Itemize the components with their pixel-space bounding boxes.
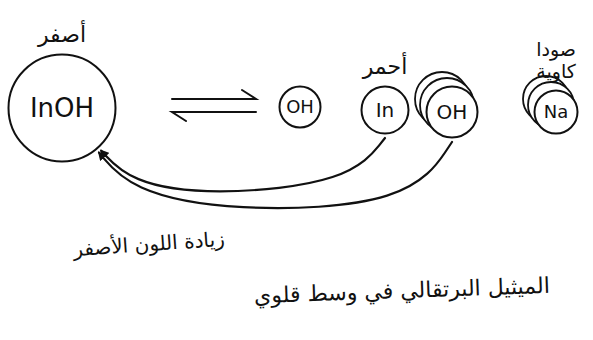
ion-circle: OH	[278, 85, 322, 129]
ion-circle: OH	[425, 85, 479, 139]
color-label: صودا كاوية	[527, 39, 585, 83]
formula-label: OH	[286, 98, 314, 116]
indicator-circle: أصفرInOH	[7, 53, 117, 163]
reaction-arrow	[101, 138, 385, 191]
reaction-arrow	[99, 142, 452, 208]
formula-label: In	[376, 100, 395, 120]
equilibrium-arrows	[172, 90, 256, 121]
note-label: زيادة اللون الأصفر	[69, 227, 228, 262]
ion-circle: صودا كاويةNa	[533, 89, 579, 135]
ion-circle: أحمرIn	[360, 85, 410, 135]
color-label: أحمر	[363, 54, 408, 79]
color-label: أصفر	[38, 22, 86, 47]
formula-label: Na	[544, 103, 569, 121]
formula-label: OH	[437, 102, 468, 122]
caption: الميثيل البرتقالي في وسط قلوي	[251, 273, 554, 309]
formula-label: InOH	[30, 95, 94, 121]
